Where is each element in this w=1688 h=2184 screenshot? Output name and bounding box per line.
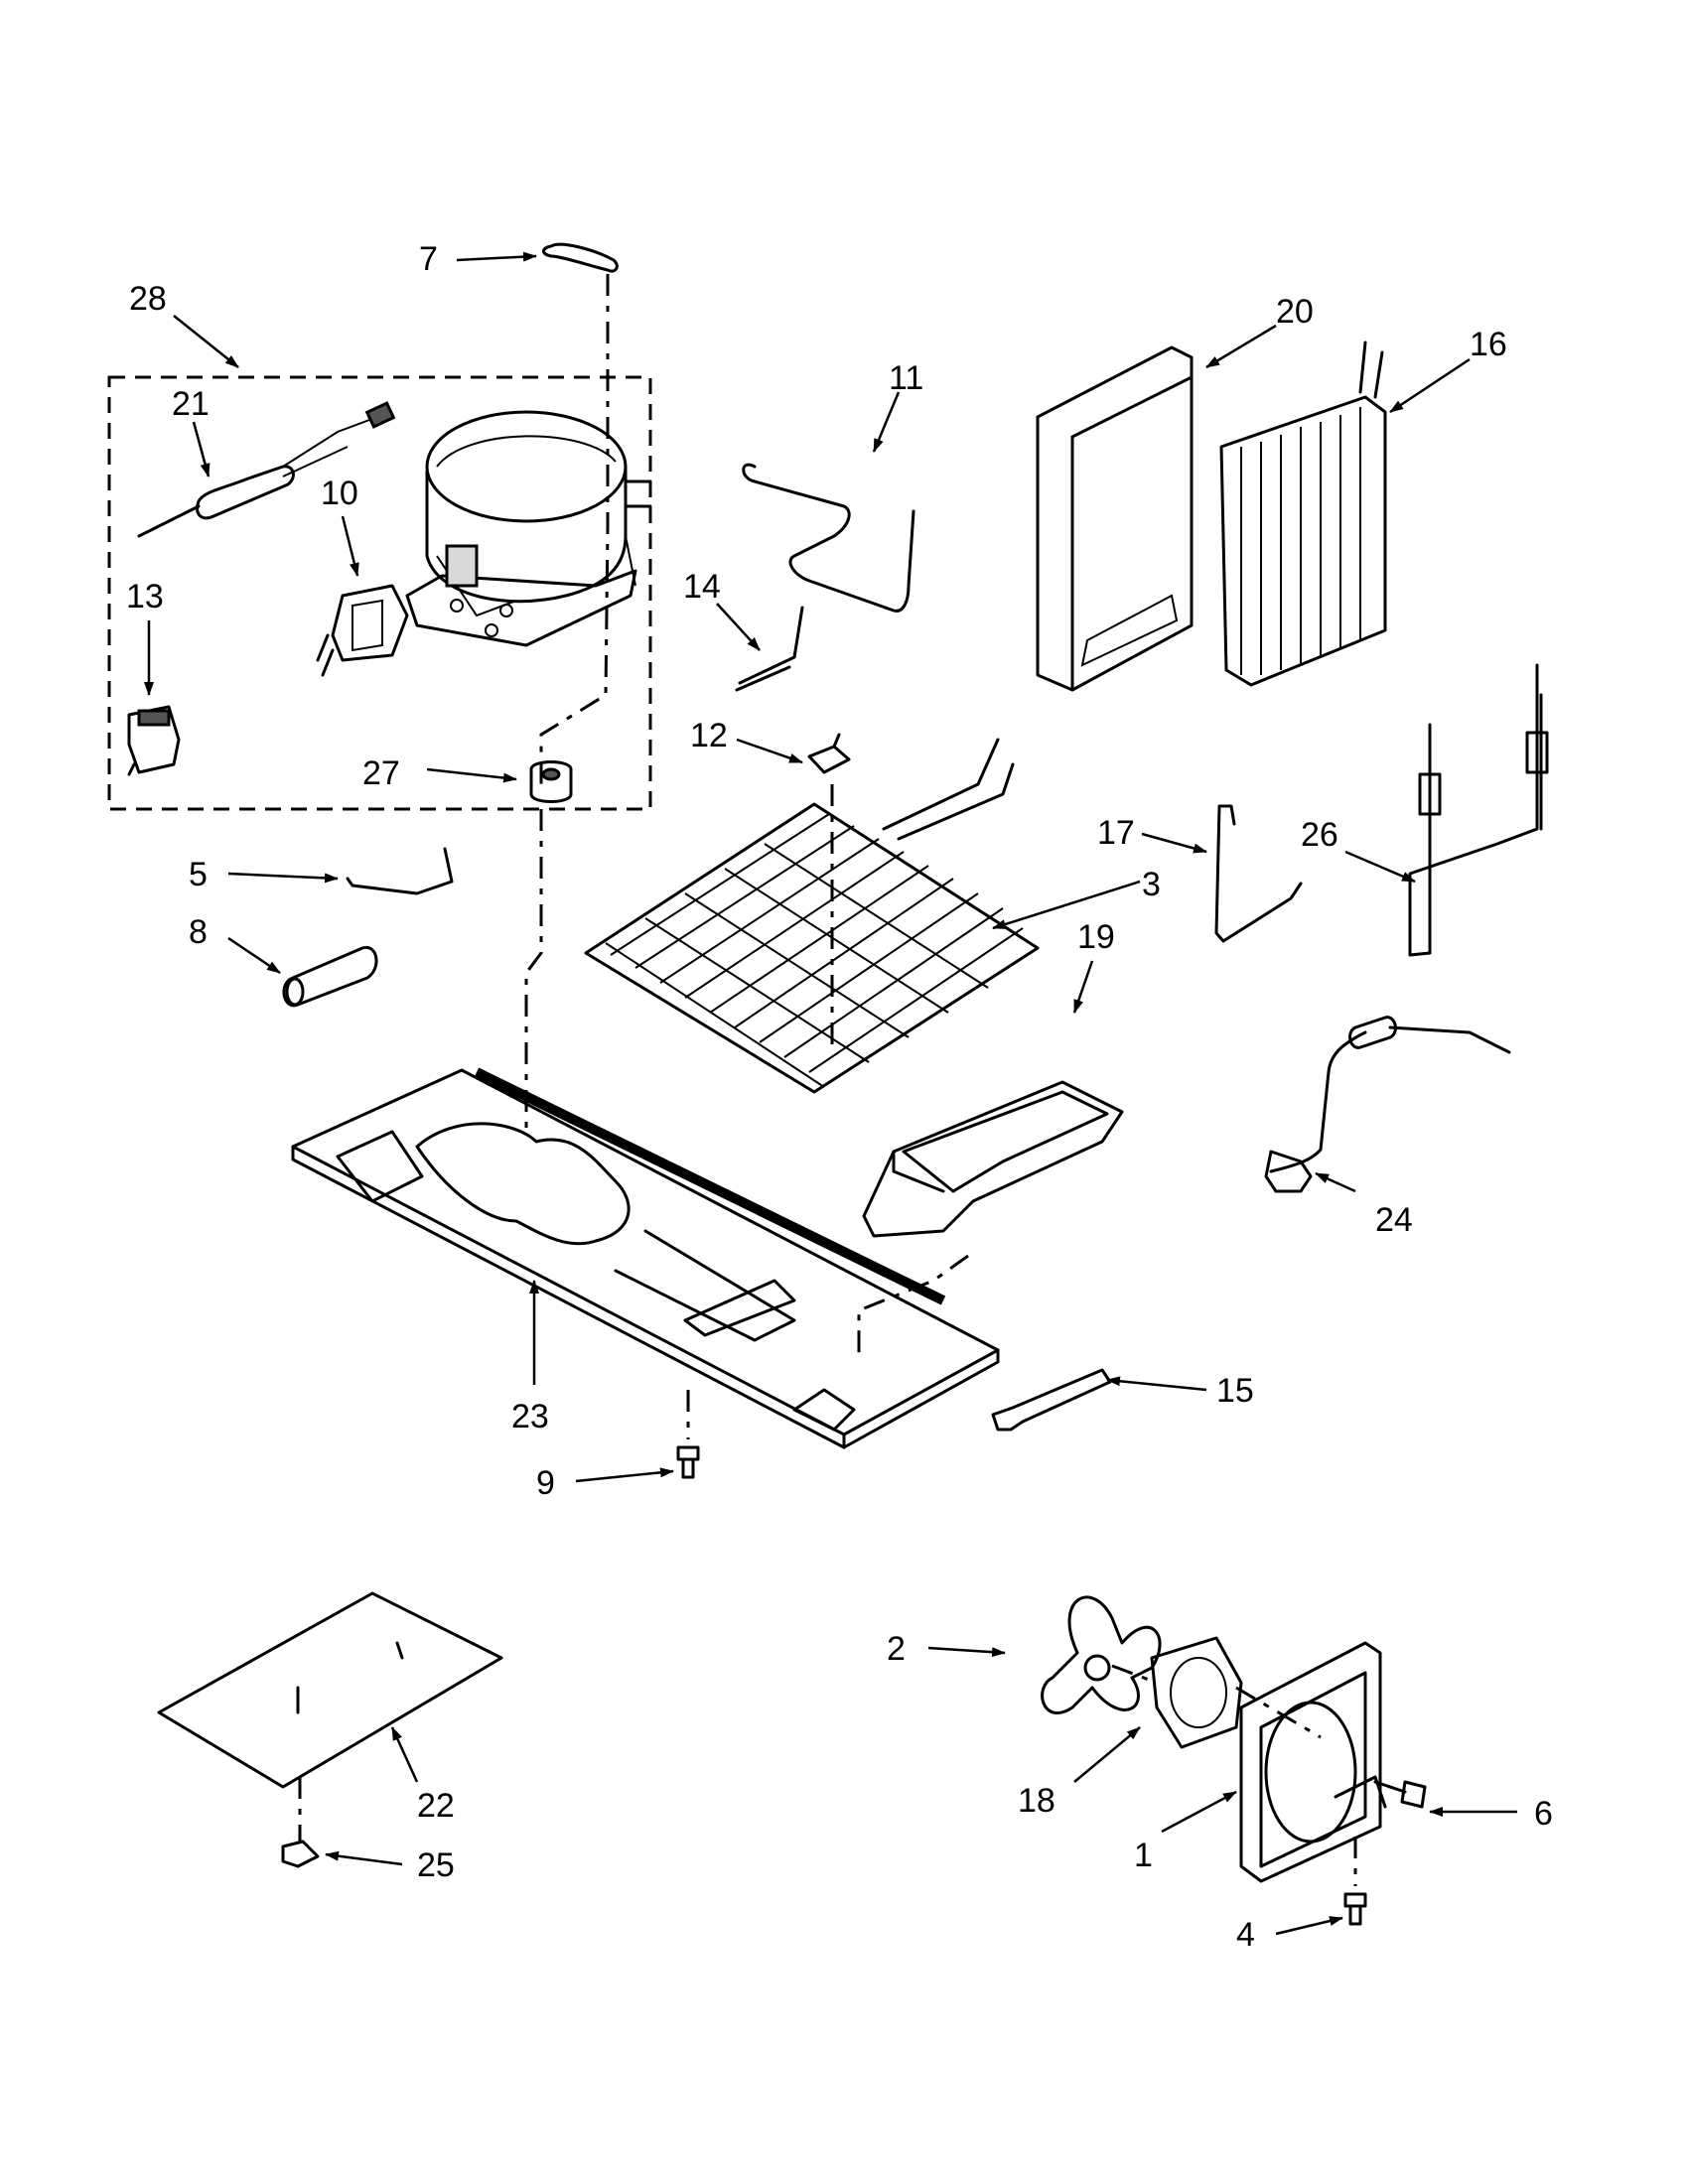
callout-16: 16 bbox=[1470, 326, 1507, 363]
callout-26: 26 bbox=[1301, 816, 1338, 854]
part-22-pad bbox=[157, 1591, 503, 1842]
callout-7: 7 bbox=[419, 240, 438, 278]
part-10-relay bbox=[316, 584, 409, 677]
callout-5: 5 bbox=[189, 856, 208, 893]
part-23-base-pan bbox=[291, 1067, 1000, 1449]
part-18-fan-motor bbox=[1150, 1636, 1322, 1749]
part-20-cover bbox=[1036, 345, 1194, 692]
part-9-screw bbox=[676, 1390, 700, 1479]
part-13-clip bbox=[127, 705, 181, 776]
callout-arrows bbox=[144, 251, 1517, 1936]
part-6-screw bbox=[1373, 1780, 1427, 1809]
callout-10: 10 bbox=[321, 475, 358, 512]
part-17-hook bbox=[1214, 804, 1303, 943]
part-16-condenser bbox=[1219, 341, 1387, 687]
part-25-clip bbox=[281, 1840, 320, 1868]
callout-18: 18 bbox=[1018, 1782, 1055, 1820]
callout-1: 1 bbox=[1134, 1837, 1153, 1874]
callout-21: 21 bbox=[172, 385, 210, 423]
part-11-tube bbox=[742, 463, 915, 613]
callout-27: 27 bbox=[362, 754, 400, 792]
part-14-tube bbox=[735, 606, 804, 692]
callout-13: 13 bbox=[126, 578, 164, 615]
callout-14: 14 bbox=[683, 568, 721, 606]
part-24-cord bbox=[1264, 1016, 1511, 1193]
callout-25: 25 bbox=[417, 1846, 455, 1884]
assembly-28-outline bbox=[107, 375, 652, 811]
callout-17: 17 bbox=[1097, 814, 1135, 852]
part-21-sensor bbox=[137, 401, 396, 538]
part-3-evaporator bbox=[584, 738, 1040, 1094]
part-7-strap bbox=[539, 242, 619, 784]
part-27-grommet bbox=[524, 760, 573, 1132]
part-12-clip bbox=[807, 733, 851, 774]
callout-12: 12 bbox=[690, 717, 728, 754]
part-15-cable-tie bbox=[991, 1368, 1112, 1432]
callout-labels: 7 28 21 10 13 27 5 8 11 14 12 20 16 3 17… bbox=[126, 240, 1553, 1954]
callout-24: 24 bbox=[1375, 1201, 1413, 1239]
part-8-tube bbox=[282, 945, 378, 1008]
part-19-drain-pan bbox=[862, 1080, 1124, 1238]
part-compressor bbox=[405, 410, 652, 647]
callout-15: 15 bbox=[1216, 1372, 1254, 1410]
callout-28: 28 bbox=[129, 280, 167, 318]
callout-11: 11 bbox=[889, 359, 923, 397]
callout-4: 4 bbox=[1236, 1916, 1255, 1954]
callout-19: 19 bbox=[1077, 918, 1115, 956]
part-26-tubes bbox=[1408, 663, 1549, 957]
callout-22: 22 bbox=[417, 1787, 455, 1825]
callout-23: 23 bbox=[511, 1398, 549, 1435]
part-4-screw bbox=[1343, 1837, 1367, 1926]
part-1-shroud bbox=[1239, 1641, 1387, 1883]
part-2-fan-blade bbox=[1041, 1595, 1162, 1714]
callout-6: 6 bbox=[1534, 1795, 1553, 1833]
callout-8: 8 bbox=[189, 913, 208, 951]
callout-20: 20 bbox=[1276, 293, 1314, 331]
callout-2: 2 bbox=[887, 1630, 906, 1668]
callout-3: 3 bbox=[1142, 866, 1161, 903]
callout-9: 9 bbox=[536, 1464, 555, 1502]
part-5-wire bbox=[346, 847, 454, 895]
